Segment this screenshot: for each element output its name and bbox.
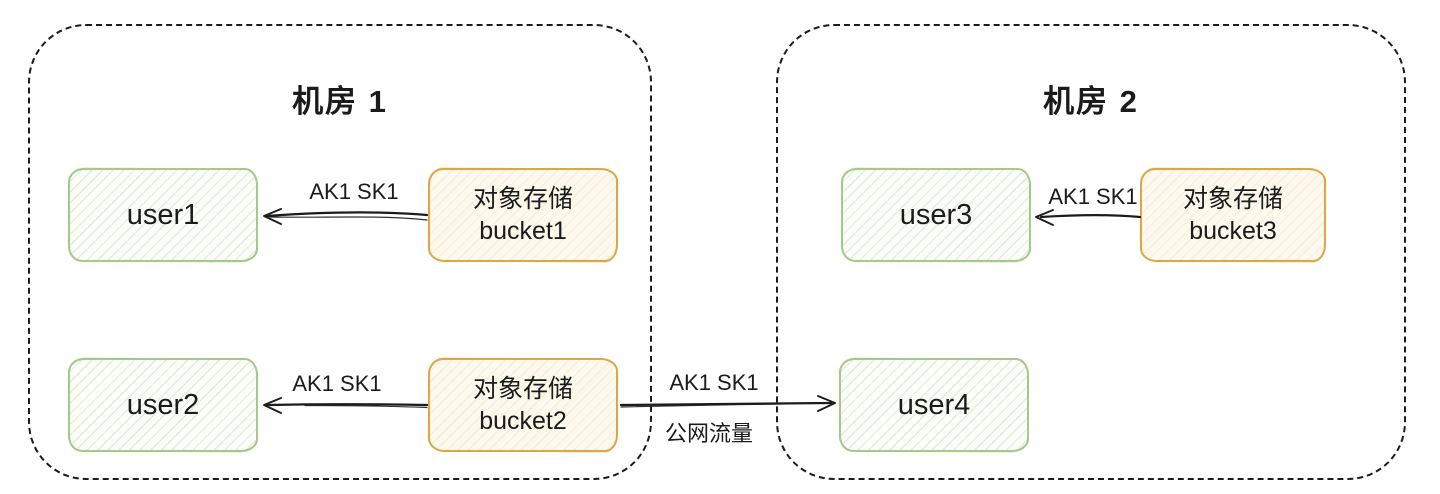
node-user2: user2 [68,358,258,452]
node-user4: user4 [839,358,1029,452]
node-bucket2: 对象存储 bucket2 [428,358,618,452]
edge-label-bucket2-user4-credentials: AK1 SK1 [669,370,759,395]
node-bucket1: 对象存储 bucket1 [428,168,618,262]
node-user3-label: user3 [899,198,973,231]
node-bucket3-name-label: bucket3 [1189,217,1277,245]
node-bucket1-name-label: bucket1 [479,217,567,245]
node-bucket3: 对象存储 bucket3 [1140,168,1326,262]
node-bucket2-name-label: bucket2 [479,407,567,435]
node-bucket2-service-label: 对象存储 [472,374,573,403]
node-user3: user3 [841,168,1031,262]
node-user1: user1 [68,168,258,262]
edge-label-bucket2-user2: AK1 SK1 [292,371,382,396]
room-1-container: 机房 1 [28,24,652,480]
node-user1-label: user1 [126,198,200,231]
edge-label-bucket3-user3: AK1 SK1 [1048,184,1138,209]
node-bucket1-service-label: 对象存储 [472,184,573,213]
room-2-title: 机房 2 [1043,84,1139,119]
edge-label-bucket2-user4-traffic: 公网流量 [664,421,754,446]
node-user4-label: user4 [897,388,971,421]
node-user2-label: user2 [126,388,200,421]
node-bucket3-service-label: 对象存储 [1182,184,1283,213]
edge-label-bucket1-user1: AK1 SK1 [309,179,399,204]
room-2-container: 机房 2 [776,24,1406,480]
room-1-title: 机房 1 [292,84,388,119]
